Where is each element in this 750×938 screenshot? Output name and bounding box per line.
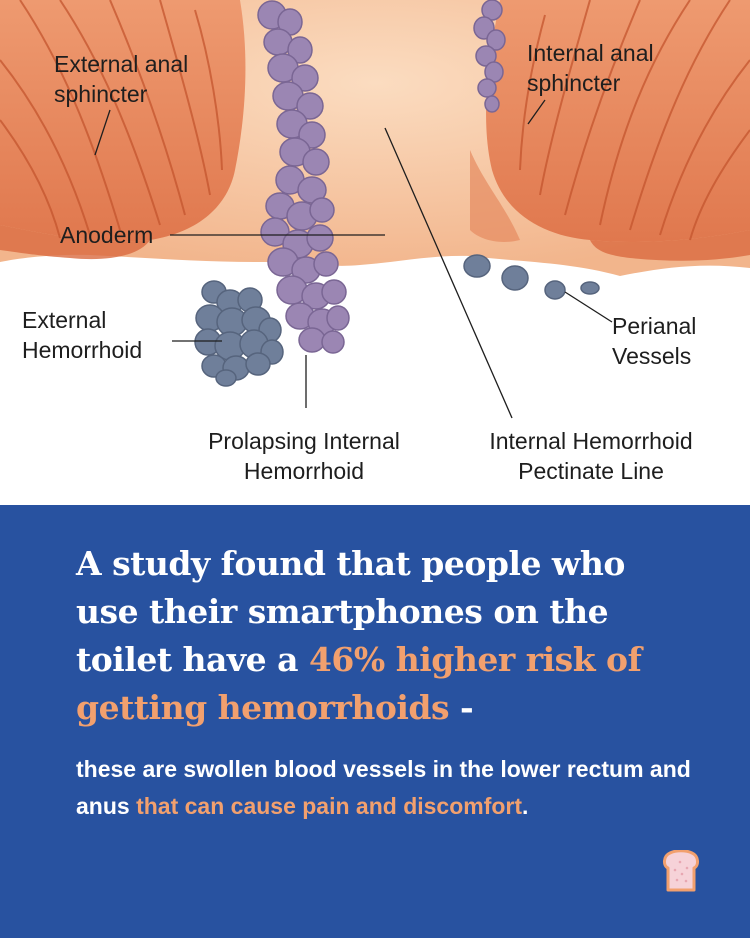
leader-lines xyxy=(94,99,613,419)
headline-suffix: - xyxy=(449,688,474,727)
perianal-vessels xyxy=(463,254,600,300)
label-anoderm: Anoderm xyxy=(60,222,154,248)
external-hemorrhoid-cluster xyxy=(194,280,284,387)
anatomy-illustration xyxy=(0,0,750,419)
body-text-highlight: that can cause pain and discomfort xyxy=(136,793,523,819)
label-external-hemorrhoid: External Hemorrhoid xyxy=(22,307,143,363)
anatomy-diagram: External anal sphincter Internal anal sp… xyxy=(0,0,750,484)
body-text: these are swollen blood vessels in the l… xyxy=(76,751,696,825)
info-panel: A study found that people who use their … xyxy=(0,505,750,938)
headline: A study found that people who use their … xyxy=(76,540,696,732)
label-perianal-vessels: Perianal Vessels xyxy=(612,313,697,369)
internal-hemorrhoid-cluster xyxy=(257,0,350,354)
headline-text: A study found that people who use their … xyxy=(76,544,625,679)
body-text-suffix: . xyxy=(522,793,529,819)
internal-sphincter-muscle xyxy=(486,0,750,242)
label-internal-anal-sphincter: Internal anal sphincter xyxy=(527,40,654,96)
bread-slice-icon xyxy=(663,850,699,892)
label-external-anal-sphincter: External anal sphincter xyxy=(54,51,189,107)
body-text-plain: these are swollen blood vessels in the l… xyxy=(76,756,691,819)
upper-internal-hemorrhoid xyxy=(473,0,506,113)
label-internal-hemorrhoid-pectinate-line: Internal Hemorrhoid Pectinate Line xyxy=(489,428,693,484)
headline-highlight: 46% higher risk of getting hemorrhoids xyxy=(76,640,642,727)
label-prolapsing-internal-hemorrhoid: Prolapsing Internal Hemorrhoid xyxy=(208,428,400,484)
